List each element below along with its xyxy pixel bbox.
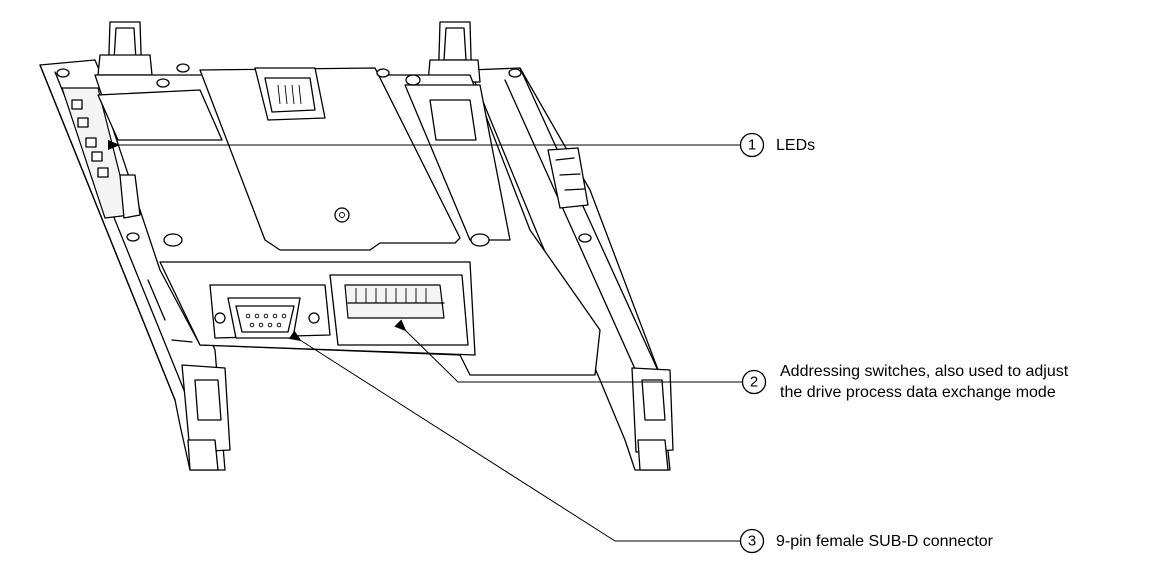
top-left-clip [97,21,153,83]
callout-number-circle [741,369,767,395]
callout-number: 1 [748,137,756,154]
callout-addressing-switches: 2 Addressing switches, also used to adju… [394,319,1069,401]
leader-line-switches [394,319,742,383]
callout-label-line-1: Addressing switches, also used to adjust [780,363,1069,380]
leader-line-sub-d [288,330,740,542]
callout-number: 2 [750,374,758,391]
callout-number-circle [739,528,765,554]
bottom-left-clip [181,364,231,471]
top-connector [254,67,326,121]
callout-sub-d-connector: 3 9-pin female SUB-D connector [288,330,994,554]
dip-switch-block [329,274,469,346]
led-block [61,87,141,219]
pcb-cover [199,67,461,251]
callout-leds: 1 LEDs [108,132,815,158]
sub-d-connector [209,284,331,339]
module-illustration [39,21,674,471]
callout-label: LEDs [776,137,815,154]
callout-number-circle [739,132,765,158]
callout-number: 3 [748,533,756,550]
callout-label-line-2: the drive process data exchange mode [780,384,1056,401]
mounting-holes [56,63,592,247]
callout-label: 9-pin female SUB-D connector [776,533,994,550]
bottom-right-clip [631,367,674,471]
